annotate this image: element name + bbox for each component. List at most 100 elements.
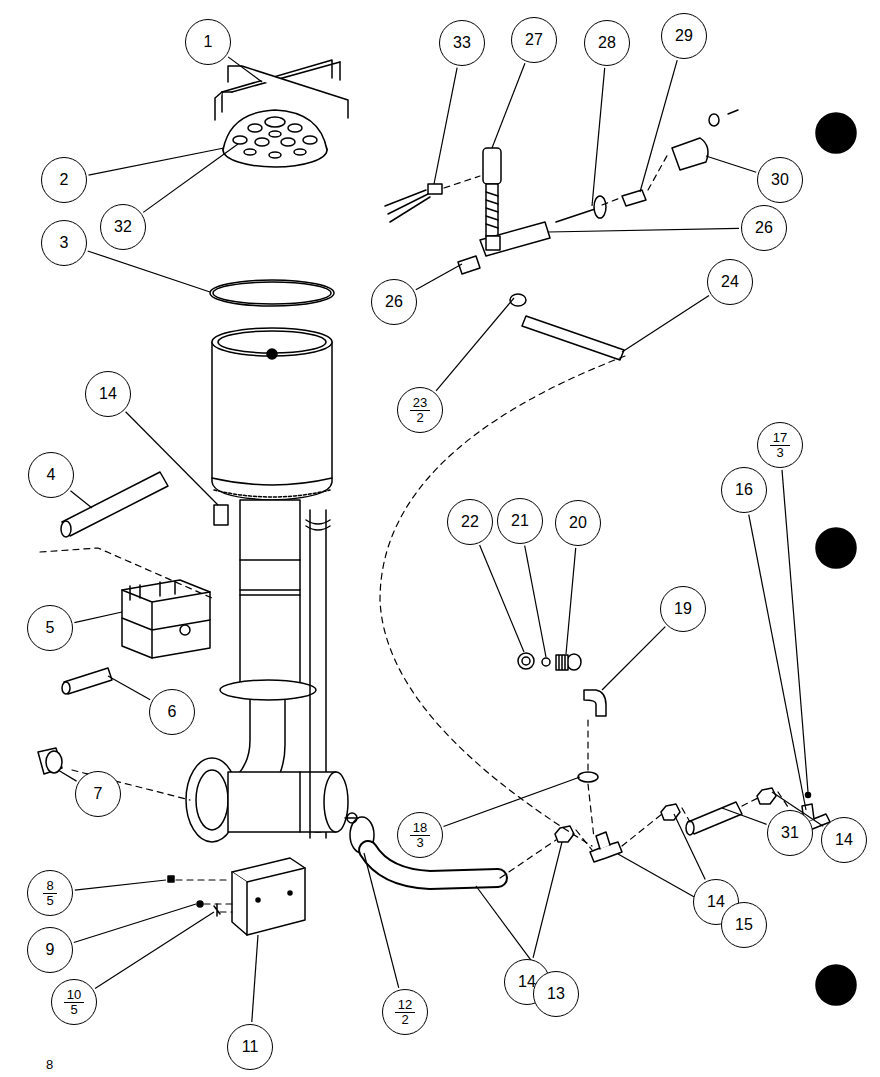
leader-line [74,612,122,623]
electrical-box [232,858,305,935]
callout-number: 8 [43,879,56,894]
hose [368,850,498,880]
callout-number: 11 [242,1038,259,1056]
leader-line [722,808,767,824]
callout-number: 33 [453,34,471,52]
callout-circle: 33 [439,20,485,66]
leader-line [58,770,77,781]
callout-circle: 5 [27,605,73,651]
callout-circle: 14 [821,817,867,863]
leader-line [436,298,514,391]
callout-number: 3 [60,234,69,252]
callout-number: 27 [525,31,543,49]
leader-line [480,545,524,652]
callout-number: 26 [385,293,403,311]
callout-circle: 16 [721,467,767,513]
leader-line [143,144,238,212]
callout-circle: 6 [149,689,195,735]
callout-circle: 85 [27,870,73,916]
callout-circle: 9 [27,927,73,973]
callout-number: 5 [67,1003,80,1017]
leader-line [74,904,196,942]
callout-number: 22 [461,513,479,531]
leader-line [533,842,562,958]
dome-cap [223,110,327,167]
leader-line [525,546,546,657]
o-ring [210,280,334,306]
callout-number: 19 [674,600,692,618]
callout-number: 9 [46,941,55,959]
leader-line [566,548,576,654]
callout-circle: 26 [741,205,787,251]
callout-circle: 105 [51,979,97,1025]
callout-circle: 232 [397,387,443,433]
callout-circle: 19 [660,586,706,632]
callout-number: 24 [721,273,739,291]
leader-line [602,627,665,690]
callout-number: 12 [395,998,415,1013]
callout-number: 6 [168,703,177,721]
callout-circle: 27 [511,17,557,63]
callout-circle: 22 [447,499,493,545]
callout-circle: 30 [757,157,803,203]
callout-circle: 20 [555,500,601,546]
callout-circle: 31 [767,810,813,856]
callout-number: 7 [94,785,103,803]
leader-line [364,853,399,988]
callout-number: 26 [755,219,773,237]
callout-number: 17 [770,431,790,446]
leader-line [492,63,525,148]
leader-line [70,491,92,508]
leader-line [95,912,214,988]
tube [61,472,168,537]
callout-number: 2 [413,411,426,425]
callout-circle: 4 [28,452,74,498]
callout-number: 18 [410,821,430,836]
callout-number: 28 [598,34,616,52]
callout-circle: 183 [397,812,443,858]
callout-number: 14 [99,385,117,403]
leader-line [640,60,677,192]
leader-line [108,676,150,700]
leader-line [782,470,808,792]
leader-line [252,935,258,1022]
leader-line [75,880,166,890]
leader-line [674,814,705,879]
callout-number: 13 [547,985,565,1003]
callout-circle: 28 [584,20,630,66]
callout-circle: 7 [75,771,121,817]
callout-circle: 3 [41,220,87,266]
callout-number: 16 [735,481,753,499]
callout-number: 29 [675,27,693,45]
callout-number: 2 [398,1013,411,1027]
leader-line [89,148,224,175]
callout-circle: 1 [185,19,231,65]
callout-number: 21 [511,512,529,530]
callout-circle: 24 [707,259,753,305]
callout-number: 10 [64,988,84,1003]
callout-circle: 13 [533,971,579,1017]
leader-line [434,68,457,184]
leader-line [749,515,806,810]
leader-line [548,228,739,232]
callout-circle: 173 [757,422,803,468]
leader-line [88,251,210,292]
leader-line [444,777,580,826]
callout-number: 31 [781,824,799,842]
callout-number: 14 [835,831,853,849]
leader-line [228,57,262,82]
leader-line [416,264,462,290]
callout-number: 5 [43,894,56,908]
callout-circle: 32 [100,204,146,250]
callout-circle: 21 [497,498,543,544]
callout-circle: 11 [227,1024,273,1070]
callout-number: 15 [735,916,753,934]
leader-line [622,296,709,352]
pump-motor [186,758,358,842]
leader-line [126,412,218,505]
callout-number: 2 [60,171,69,189]
callout-circle: 15 [721,902,767,948]
callout-number: 1 [204,33,213,51]
callout-number: 14 [707,893,725,911]
callout-number: 3 [413,836,426,850]
